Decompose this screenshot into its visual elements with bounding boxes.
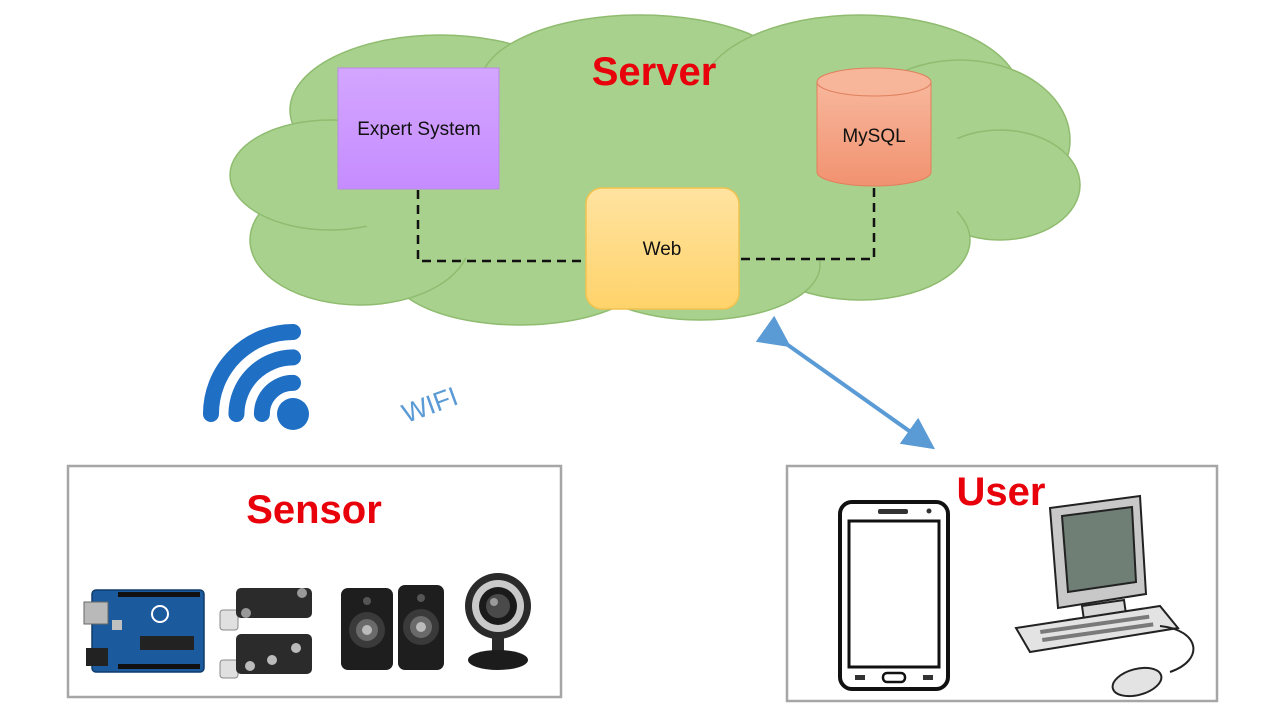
server-connectors [416, 188, 876, 263]
magnetic-sensor-icon [219, 588, 312, 679]
mysql-label: MySQL [842, 126, 905, 147]
smartphone-icon [838, 500, 950, 691]
desktop-computer-icon [1014, 494, 1195, 698]
server-title: Server [592, 50, 717, 94]
user-title: User [957, 470, 1046, 514]
wifi-dot [277, 398, 309, 430]
expert-system-box [337, 67, 500, 190]
web-box [585, 187, 740, 310]
speaker-icon [341, 585, 444, 670]
wifi-icon [202, 323, 301, 422]
user-server-arrow [755, 315, 936, 450]
web-label: Web [643, 239, 682, 260]
webcam-icon [465, 573, 531, 670]
mysql-database [816, 67, 932, 187]
expert-system-label: Expert System [357, 119, 481, 140]
sensor-title: Sensor [246, 488, 382, 532]
arduino-board-icon [83, 589, 205, 673]
wifi-label: WIFI [398, 381, 462, 429]
